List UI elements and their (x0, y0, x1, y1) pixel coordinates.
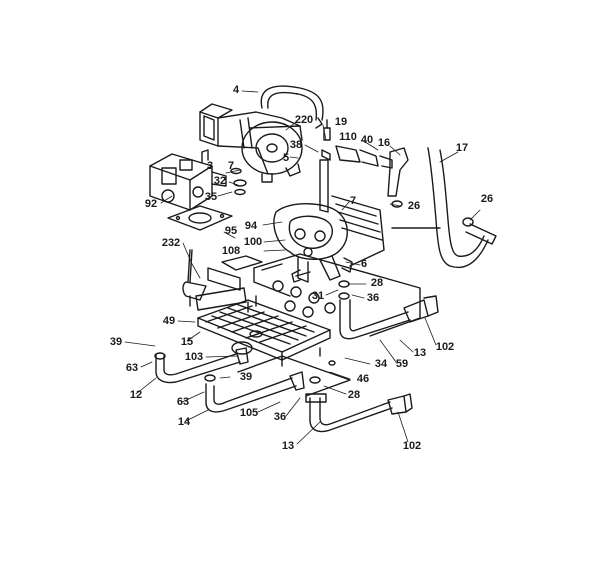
gas-valve (149, 149, 227, 211)
callout-108: 108 (221, 245, 241, 257)
fan-assembly (199, 103, 303, 183)
callout-31: 31 (311, 290, 325, 302)
callout-102-lower: 102 (402, 440, 422, 452)
burner-chamber (182, 253, 421, 337)
callout-13-lower: 13 (281, 440, 295, 452)
callout-39-lower: 39 (239, 371, 253, 383)
callout-32: 32 (213, 175, 227, 187)
pressure-hose (260, 85, 324, 129)
gasket (167, 205, 233, 231)
callout-7-upper: 7 (227, 160, 235, 172)
callout-39-upper: 39 (109, 336, 123, 348)
callout-6: 6 (360, 258, 368, 270)
callout-35: 35 (204, 191, 218, 203)
callout-102-upper: 102 (435, 341, 455, 353)
callout-36-lower: 36 (273, 411, 287, 423)
callout-100: 100 (243, 236, 263, 248)
seals (154, 167, 474, 384)
callout-103: 103 (184, 351, 204, 363)
callout-46: 46 (356, 373, 370, 385)
callout-63-lower: 63 (176, 396, 190, 408)
callout-220: 220 (294, 114, 314, 126)
callout-232: 232 (161, 237, 181, 249)
callout-92: 92 (144, 198, 158, 210)
callout-5: 5 (282, 152, 290, 164)
callout-16: 16 (377, 137, 391, 149)
callout-36-upper: 36 (366, 292, 380, 304)
manifold-plate (197, 299, 331, 361)
rod-232 (187, 249, 193, 283)
callout-49: 49 (162, 315, 176, 327)
callout-34: 34 (374, 358, 388, 370)
callout-13-upper: 13 (413, 347, 427, 359)
callout-59: 59 (395, 358, 409, 370)
callout-15: 15 (180, 336, 194, 348)
callout-7-lower: 7 (349, 195, 357, 207)
callout-26-left: 26 (407, 200, 421, 212)
callout-40: 40 (360, 134, 374, 146)
leader-lines (124, 90, 481, 445)
callout-110: 110 (339, 131, 357, 143)
callout-26-right: 26 (480, 193, 494, 205)
callout-63-upper: 63 (125, 362, 139, 374)
callout-19: 19 (334, 116, 348, 128)
callout-28-lower: 28 (347, 389, 361, 401)
callout-105: 105 (239, 407, 259, 419)
sensors (321, 119, 409, 197)
water-pipes (155, 295, 439, 433)
heat-exchanger (273, 159, 385, 283)
vent-pipe (391, 147, 497, 269)
callout-95: 95 (224, 225, 238, 237)
callout-12: 12 (129, 389, 143, 401)
callout-94: 94 (244, 220, 258, 232)
callout-38: 38 (289, 139, 303, 151)
callout-3: 3 (206, 160, 214, 172)
callout-14: 14 (177, 416, 191, 428)
callout-17: 17 (455, 142, 469, 154)
callout-4: 4 (232, 84, 240, 96)
callout-28-upper: 28 (370, 277, 384, 289)
